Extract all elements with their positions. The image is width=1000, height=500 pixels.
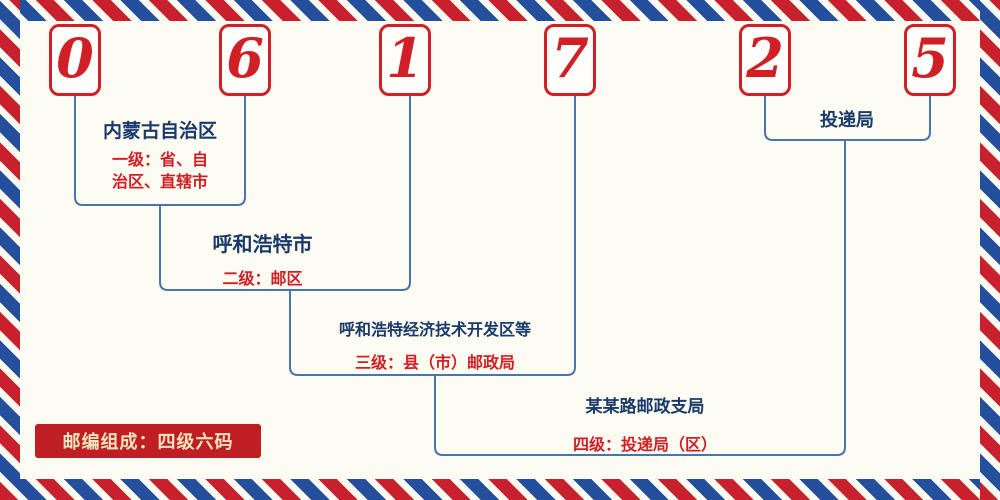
digit-2: 6 bbox=[226, 26, 264, 90]
composition-note: 邮编组成：四级六码 bbox=[35, 424, 261, 458]
level2-desc: 二级：邮区 bbox=[222, 269, 303, 288]
border-stripe-bottom bbox=[0, 479, 1000, 500]
digit-box-2: 6 bbox=[219, 24, 271, 96]
digit-5: 2 bbox=[746, 26, 784, 90]
bracket-delivery-line bbox=[764, 95, 931, 141]
border-stripe-right bbox=[980, 0, 1000, 500]
digit-3: 1 bbox=[386, 26, 424, 90]
digit-box-1: 0 bbox=[49, 24, 101, 96]
delivery-office-name: 投递局 bbox=[820, 110, 874, 131]
digit-6: 5 bbox=[911, 26, 949, 90]
digit-1: 0 bbox=[56, 26, 94, 90]
digit-box-4: 7 bbox=[544, 24, 596, 96]
digit-box-6: 5 bbox=[904, 24, 956, 96]
delivery-office-label: 投递局 bbox=[787, 106, 907, 132]
level1-province-label: 内蒙古自治区 一级：省、自 治区、直辖市 bbox=[70, 116, 250, 193]
bracket-branch-line bbox=[434, 139, 846, 456]
level3-county-label: 呼和浩特经济技术开发区等 三级：县（市）邮政局 bbox=[295, 316, 575, 373]
border-stripe-top bbox=[0, 0, 1000, 21]
level2-city-label: 呼和浩特市 二级：邮区 bbox=[160, 228, 365, 289]
level1-desc-line1: 一级：省、自 bbox=[111, 150, 208, 169]
composition-note-text: 邮编组成：四级六码 bbox=[62, 432, 234, 453]
province-name: 内蒙古自治区 bbox=[102, 120, 217, 142]
branch-name: 某某路邮政支局 bbox=[585, 397, 705, 417]
level4-branch-label: 某某路邮政支局 四级：投递局（区） bbox=[525, 392, 765, 455]
city-name: 呼和浩特市 bbox=[212, 232, 313, 256]
digit-box-5: 2 bbox=[739, 24, 791, 96]
border-stripe-left bbox=[0, 0, 20, 500]
level3-desc: 三级：县（市）邮政局 bbox=[354, 353, 515, 372]
digit-4: 7 bbox=[551, 26, 589, 90]
bracket-county-line bbox=[289, 95, 576, 376]
level4-desc: 四级：投递局（区） bbox=[572, 435, 717, 454]
digit-box-3: 1 bbox=[379, 24, 431, 96]
county-name: 呼和浩特经济技术开发区等 bbox=[338, 320, 531, 339]
bracket-city-line bbox=[159, 95, 411, 291]
level1-desc-line2: 治区、直辖市 bbox=[111, 172, 208, 191]
